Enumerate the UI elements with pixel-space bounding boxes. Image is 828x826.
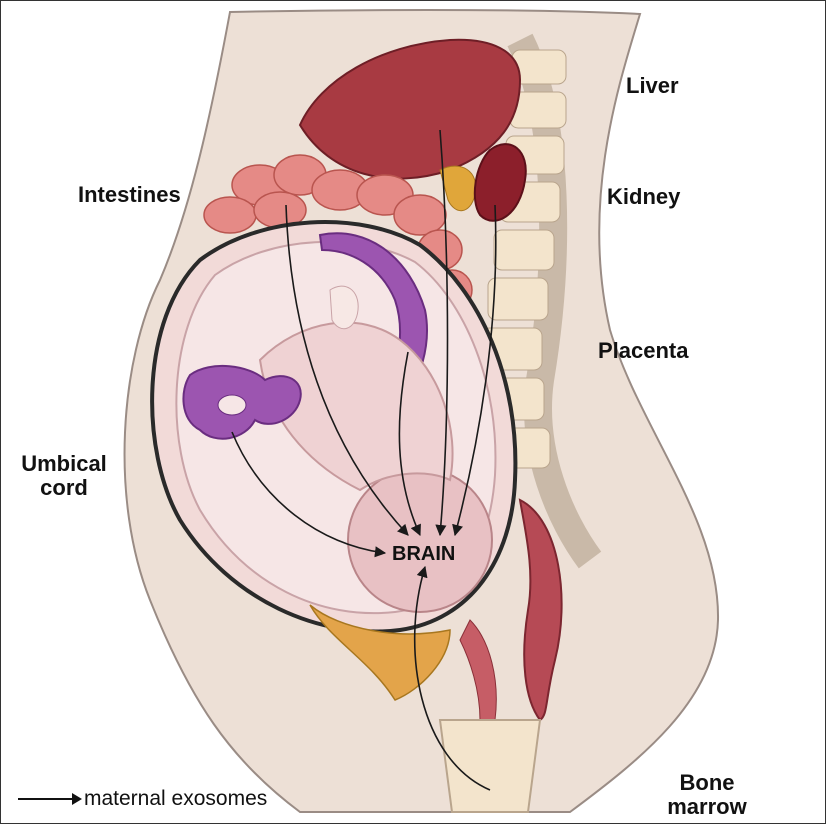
fetus (258, 285, 493, 613)
arrow-liver-to-brain (435, 129, 449, 537)
label-bone-marrow-line1: Bone (679, 770, 735, 795)
arrow-intestines-to-brain (285, 204, 409, 536)
label-liver: Liver (626, 73, 679, 98)
arrow-umbilical-to-brain (231, 431, 387, 558)
label-kidney: Kidney (607, 184, 681, 209)
label-umbilical-line1: Umbical (21, 451, 107, 476)
label-bone-marrow-line2: marrow (667, 794, 747, 819)
legend: maternal exosomes (18, 786, 267, 812)
bladder (309, 604, 451, 701)
legend-text: maternal exosomes (84, 787, 268, 810)
label-placenta: Placenta (598, 338, 689, 363)
label-bone-marrow: Bone marrow (652, 771, 762, 819)
label-intestines: Intestines (78, 182, 181, 207)
arrow-marrow-to-brain (413, 565, 491, 791)
label-brain: BRAIN (392, 543, 456, 565)
kidney (473, 143, 527, 222)
label-umbilical-cord: Umbical cord (16, 452, 112, 500)
legend-arrow-icon (18, 792, 82, 806)
femur-bone (438, 719, 542, 813)
arrow-kidney-to-brain (452, 204, 497, 537)
label-umbilical-line2: cord (40, 475, 88, 500)
exosome-arrows (231, 129, 497, 791)
arrow-placenta-to-brain (398, 351, 421, 537)
